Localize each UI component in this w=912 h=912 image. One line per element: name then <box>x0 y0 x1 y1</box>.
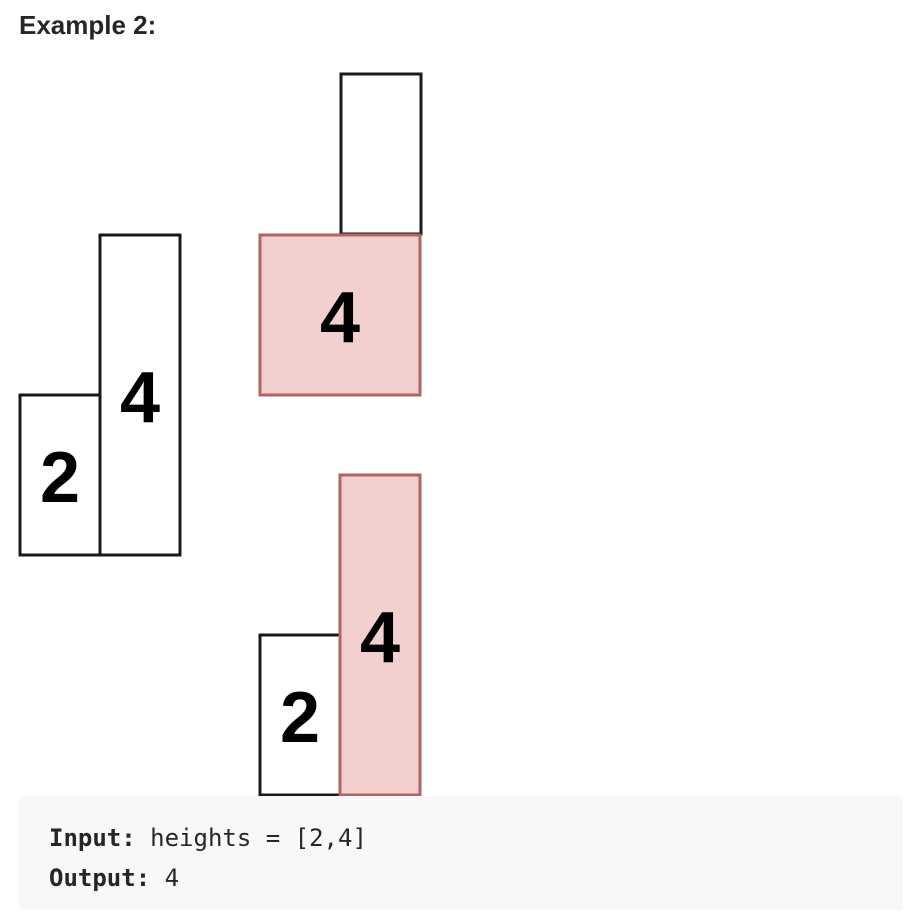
tall-option-bar-1-label: 2 <box>280 678 320 758</box>
input-line: Input: heights = [2,4] <box>49 818 903 858</box>
output-key: Output: <box>49 864 151 892</box>
example-heading: Example 2: <box>19 10 157 40</box>
tall-option-bar-1 <box>258 633 342 797</box>
example-code-block: Input: heights = [2,4] Output: 4 <box>19 796 903 910</box>
input-bar-1-label: 2 <box>40 438 80 518</box>
input-bar-2-label: 4 <box>120 358 160 438</box>
input-bar-2 <box>98 233 182 557</box>
input-value: heights = [2,4] <box>135 824 367 852</box>
square-option-area-label: 4 <box>320 278 360 358</box>
square-option-bar-top <box>339 72 423 236</box>
input-key: Input: <box>49 824 136 852</box>
input-bar-1 <box>18 393 102 557</box>
output-value: 4 <box>150 864 180 892</box>
square-option-area <box>258 233 422 397</box>
output-line: Output: 4 <box>49 858 903 898</box>
tall-option-bar-2 <box>338 473 422 797</box>
tall-option-bar-2-label: 4 <box>360 598 400 678</box>
